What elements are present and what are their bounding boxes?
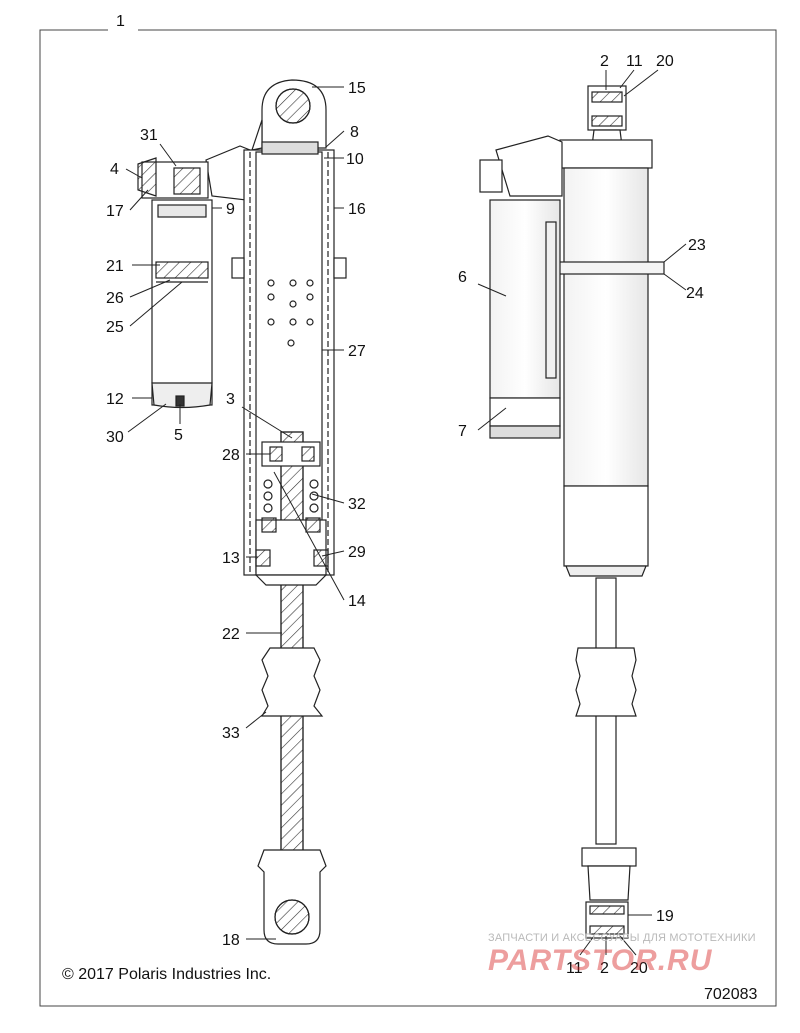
callout-11-top: 11 <box>626 53 643 70</box>
callout-6: 6 <box>458 269 467 286</box>
callout-26: 26 <box>106 290 124 307</box>
callout-31: 31 <box>140 127 158 144</box>
callout-24: 24 <box>686 285 704 302</box>
watermark-tagline: ЗАПЧАСТИ И АКСЕССУАРЫ ДЛЯ МОТОТЕХНИКИ <box>488 932 756 944</box>
drawing-number: 702083 <box>704 986 758 1003</box>
callout-4: 4 <box>110 161 119 178</box>
callout-9: 9 <box>226 201 235 218</box>
callout-20-bottom: 20 <box>630 960 648 977</box>
watermark-logo: PARTSTOR.RU <box>488 944 713 977</box>
callout-33: 33 <box>222 725 240 742</box>
callout-3: 3 <box>226 391 235 408</box>
callout-11-bottom: 11 <box>566 960 583 977</box>
callout-10: 10 <box>346 151 364 168</box>
left-reservoir-section <box>137 157 213 409</box>
callout-27: 27 <box>348 343 366 360</box>
callout-5: 5 <box>174 427 183 444</box>
callout-15: 15 <box>348 80 366 97</box>
frame <box>39 29 777 1007</box>
copyright-text: © 2017 Polaris Industries Inc. <box>62 966 272 983</box>
callout-18: 18 <box>222 932 240 949</box>
callout-32: 32 <box>348 496 366 513</box>
callout-7: 7 <box>458 423 467 440</box>
callout-28: 28 <box>222 447 240 464</box>
callout-16: 16 <box>348 201 366 218</box>
callout-17: 17 <box>106 203 124 220</box>
callout-2-top: 2 <box>600 53 609 70</box>
left-shock-section <box>205 79 347 945</box>
left-callouts: 15 8 10 16 31 4 17 9 21 26 25 27 12 30 5… <box>106 80 366 949</box>
callout-13: 13 <box>222 550 240 567</box>
callout-23: 23 <box>688 237 706 254</box>
callout-21: 21 <box>106 258 124 275</box>
callout-29: 29 <box>348 544 366 561</box>
callout-14: 14 <box>348 593 366 610</box>
callout-30: 30 <box>106 429 124 446</box>
leader-lines <box>125 69 687 956</box>
frame-label: 1 <box>116 13 125 30</box>
right-shock-exterior <box>479 85 665 939</box>
callout-19: 19 <box>656 908 674 925</box>
callout-20-top: 20 <box>656 53 674 70</box>
callout-25: 25 <box>106 319 124 336</box>
callout-8: 8 <box>350 124 359 141</box>
callout-22: 22 <box>222 626 240 643</box>
right-callouts: 2 11 20 23 24 6 7 19 11 2 20 <box>458 53 706 977</box>
callout-12: 12 <box>106 391 124 408</box>
callout-2-bottom: 2 <box>600 960 609 977</box>
